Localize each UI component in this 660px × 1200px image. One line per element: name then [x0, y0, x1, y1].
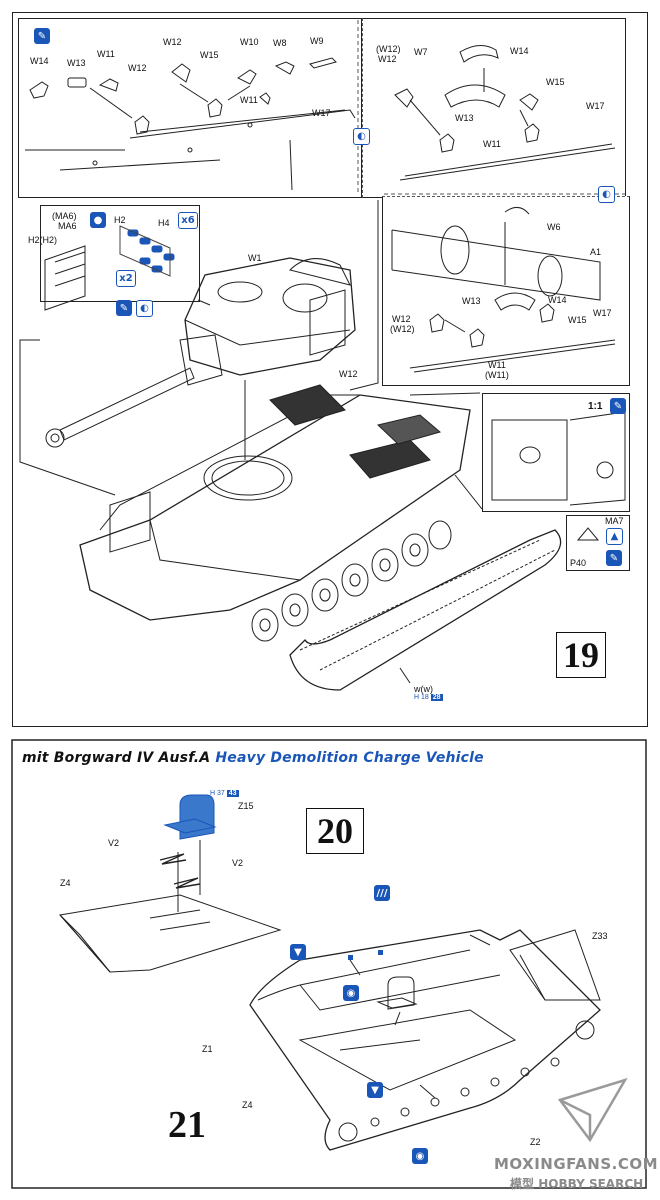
label-w11: W11 — [488, 360, 506, 370]
glue-icon: ✎ — [34, 28, 50, 44]
label-w17: W17 — [586, 101, 605, 111]
label-w11: W11 — [483, 139, 501, 149]
watermark-site: MOXINGFANS.COM — [494, 1155, 659, 1173]
label-w15: W15 — [200, 50, 219, 60]
label-w13: W13 — [455, 113, 474, 123]
part-ref-b: 28 — [430, 694, 443, 701]
label-w12: W12 — [128, 63, 147, 73]
part-ref-track: H 18 28 — [414, 694, 443, 701]
paint-icon: ◉ — [412, 1148, 428, 1164]
subpanel-rods-left — [18, 18, 362, 198]
label-z2: Z2 — [530, 1137, 541, 1147]
label-z15: Z15 — [238, 801, 254, 811]
label-w14: W14 — [548, 295, 567, 305]
label-z4: Z4 — [60, 878, 71, 888]
label-z4: Z4 — [242, 1100, 253, 1110]
step-number-20: 20 — [306, 808, 364, 854]
label-w15: W15 — [546, 77, 565, 87]
symmetry-icon: ◐ — [353, 128, 370, 145]
symmetry-icon: ◐ — [136, 300, 153, 317]
multiply-icon: x2 — [116, 270, 136, 287]
label-v2: V2 — [108, 838, 120, 848]
label-w11: W11 — [97, 49, 115, 59]
paint-icon: /// — [374, 885, 390, 901]
glue-icon: ✎ — [606, 550, 622, 566]
inset-detail-1to1 — [482, 393, 630, 512]
glue-icon: ✎ — [116, 300, 132, 316]
label-track: w(w) — [414, 684, 433, 694]
watermark-shop-prefix: 模型 — [510, 1177, 535, 1191]
watermark-shop-name: HOBBY SEARCH — [538, 1177, 644, 1191]
part-ref-z15: H 37 43 — [210, 790, 239, 797]
label-w12-paren: (W12) — [376, 44, 401, 54]
label-w12-paren: (W12) — [390, 324, 415, 334]
label-p40: P40 — [570, 558, 587, 568]
part-ref-a: 18 — [421, 694, 429, 701]
label-z33: Z33 — [592, 931, 608, 941]
label-w12: W12 — [163, 37, 182, 47]
part-ref-prefix: H — [414, 694, 420, 701]
label-w14: W14 — [30, 56, 49, 66]
title-highlight: Heavy Demolition Charge Vehicle — [215, 750, 484, 766]
label-w9: W9 — [310, 36, 324, 46]
up-arrow-icon: ▲ — [606, 528, 623, 545]
label-w10: W10 — [240, 37, 259, 47]
label-w12: W12 — [339, 369, 358, 379]
label-w7: W7 — [414, 47, 428, 57]
part-ref-prefix: H — [210, 790, 216, 797]
step-number-21: 21 — [168, 1104, 206, 1146]
label-w12: W12 — [378, 54, 397, 64]
label-h2: H2 — [114, 215, 126, 225]
section-title: mit Borgward IV Ausf.A Heavy Demolition … — [22, 750, 484, 766]
glue-drop-icon: ▼ — [367, 1082, 383, 1098]
part-ref-b: 43 — [226, 790, 239, 797]
label-w8: W8 — [273, 38, 287, 48]
label-a1: A1 — [590, 247, 602, 257]
label-ma7: MA7 — [605, 516, 624, 526]
step-number-19: 19 — [556, 632, 606, 678]
label-w17: W17 — [312, 108, 331, 118]
label-w14: W14 — [510, 46, 529, 56]
glue-drop-icon: ▼ — [290, 944, 306, 960]
glue-icon: ✎ — [610, 398, 626, 414]
watermark-shop: 模型 HOBBY SEARCH — [510, 1175, 643, 1192]
label-ma6: MA6 — [58, 221, 77, 231]
label-w17: W17 — [593, 308, 612, 318]
label-ma6-paren: (MA6) — [52, 211, 77, 221]
title-prefix: mit Borgward IV Ausf.A — [22, 750, 216, 766]
paint-icon: ◉ — [343, 985, 359, 1001]
label-v2: V2 — [232, 858, 244, 868]
label-z1: Z1 — [202, 1044, 213, 1054]
symmetry-icon: ◐ — [598, 186, 615, 203]
multiply-icon: x6 — [178, 212, 198, 229]
label-w12: W12 — [392, 314, 411, 324]
label-scale: 1:1 — [588, 401, 603, 412]
subpanel-gun-barrel — [382, 196, 630, 386]
label-w6: W6 — [547, 222, 561, 232]
label-w1: W1 — [248, 253, 262, 263]
label-w13: W13 — [67, 58, 86, 68]
label-w13: W13 — [462, 296, 481, 306]
label-h4: H4 — [158, 218, 170, 228]
label-w11: W11 — [240, 95, 258, 105]
paint-icon: ● — [90, 212, 106, 228]
part-ref-a: 37 — [217, 790, 225, 797]
label-w15: W15 — [568, 315, 587, 325]
label-h2-h2: H2(H2) — [28, 235, 58, 245]
label-w11-paren: (W11) — [485, 370, 509, 380]
